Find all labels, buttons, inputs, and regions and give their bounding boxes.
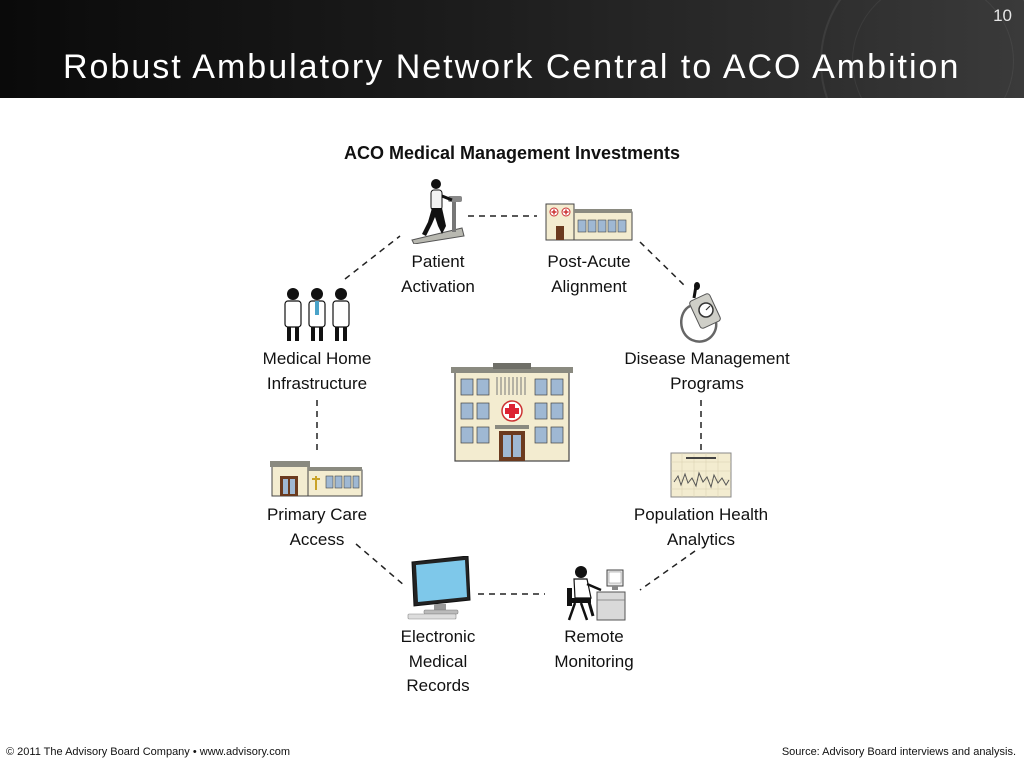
label-medical-home: Medical Home Infrastructure [263,347,372,396]
label-line: Analytics [666,529,736,549]
label-line: Infrastructure [266,373,368,393]
label-line: Post-Acute [547,252,631,271]
treadmill-runner-icon [411,179,465,244]
connector-line [344,235,401,280]
label-line: Records [406,676,470,695]
diagram-heading: ACO Medical Management Investments [343,143,681,163]
label-post-acute-alignment: Post-Acute Alignment [547,250,630,299]
connector-line [639,550,696,591]
facility-building-icon [545,203,633,241]
copyright-footer: © 2011 The Advisory Board Company • www.… [6,746,291,758]
label-line: Remote [564,627,624,646]
seal-watermark [820,0,1024,98]
label-population-health: Population Health Analytics [634,503,768,552]
label-line: Patient [411,252,465,271]
label-line: Electronic [400,627,476,646]
label-electronic-medical-records: Electronic Medical Records [401,625,476,699]
care-team-icon [284,288,350,341]
label-line: Activation [401,276,475,296]
source-footer: Source: Advisory Board interviews and an… [781,746,1016,758]
label-remote-monitoring: Remote Monitoring [554,625,633,674]
person-at-computer-icon [567,566,626,621]
label-line: Alignment [551,276,627,296]
label-line: Population Health [633,505,769,524]
label-line: Access [289,529,345,549]
label-line: Monitoring [554,651,634,671]
data-chart-icon [670,452,732,498]
label-line: Primary Care [266,505,368,524]
hospital-icon [451,363,573,462]
label-line: Medical [408,651,468,671]
label-patient-activation: Patient Activation [401,250,475,299]
clinic-building-icon [270,461,363,497]
label-disease-management: Disease Management Programs [624,347,789,396]
title-bar: Robust Ambulatory Network Central to ACO… [0,0,1024,98]
page-number: 10 [993,6,1012,25]
connector-line [639,241,687,288]
label-line: Disease Management [624,349,790,368]
label-line: Programs [670,373,744,393]
slide-title: Robust Ambulatory Network Central to ACO… [63,48,961,86]
computer-monitor-icon [407,556,471,620]
blood-pressure-cuff-icon [680,282,721,343]
label-line: Medical Home [262,349,372,368]
label-primary-care-access: Primary Care Access [267,503,367,552]
